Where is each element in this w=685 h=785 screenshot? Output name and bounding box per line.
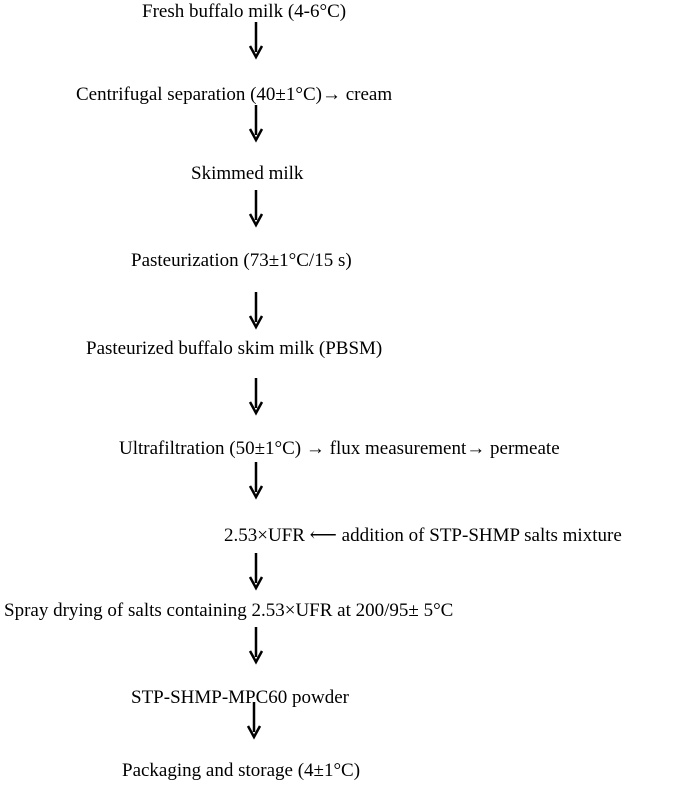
down-arrow-icon bbox=[248, 462, 264, 500]
down-arrow-icon bbox=[248, 190, 264, 228]
down-arrow-icon bbox=[248, 627, 264, 665]
down-arrow-icon bbox=[248, 378, 264, 416]
step-packaging-storage: Packaging and storage (4±1°C) bbox=[122, 760, 361, 781]
down-arrow-icon bbox=[248, 553, 264, 591]
step-spray-drying: Spray drying of salts containing 2.53×UF… bbox=[4, 600, 454, 621]
down-arrow-icon bbox=[248, 22, 264, 60]
step-pasteurization: Pasteurization (73±1°C/15 s) bbox=[131, 250, 352, 271]
down-arrow-icon bbox=[248, 292, 264, 330]
step-centrifugal-separation: Centrifugal separation (40±1°C)→ cream bbox=[76, 84, 393, 105]
step-skimmed-milk: Skimmed milk bbox=[191, 163, 304, 184]
step-mpc60-powder: STP-SHMP-MPC60 powder bbox=[131, 687, 350, 708]
step-ufr-salts-addition: 2.53×UFR ⟵ addition of STP-SHMP salts mi… bbox=[224, 525, 622, 546]
down-arrow-icon bbox=[248, 105, 264, 143]
step-ultrafiltration: Ultrafiltration (50±1°C) → flux measurem… bbox=[119, 438, 560, 459]
step-fresh-buffalo-milk: Fresh buffalo milk (4-6°C) bbox=[142, 1, 347, 22]
down-arrow-icon bbox=[246, 702, 262, 740]
step-pasteurized-skim-milk: Pasteurized buffalo skim milk (PBSM) bbox=[86, 338, 383, 359]
